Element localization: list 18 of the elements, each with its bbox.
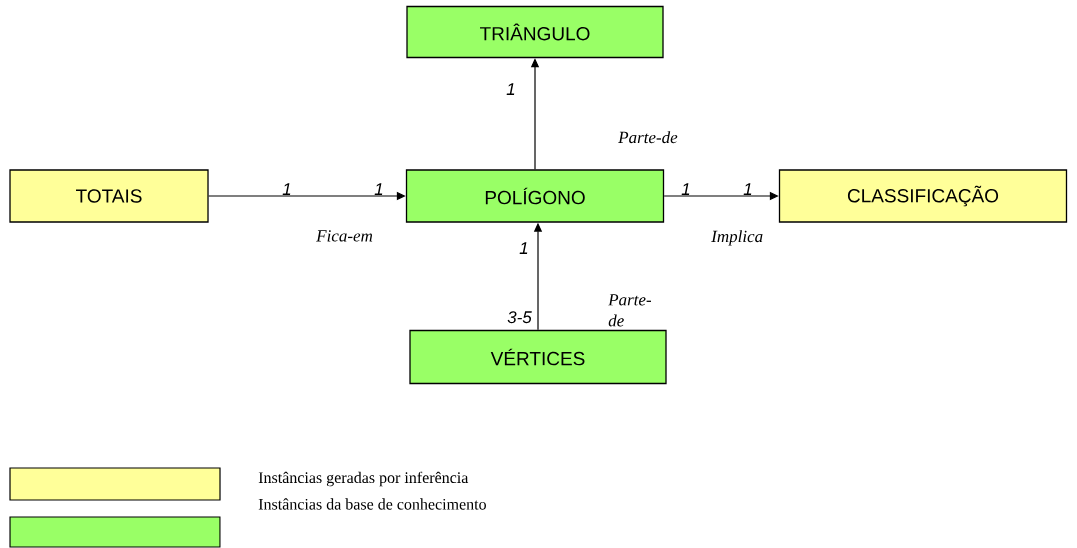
cardinality-label: 1 [282,183,291,195]
cardinality-label: 1 [743,183,752,195]
entity-box: VÉRTICES [409,329,667,385]
cardinality-label: 1 [374,183,383,195]
entity-box: CLASSIFICAÇÃO [778,169,1068,223]
edge-label: Parte-de [618,131,678,144]
cardinality-label: 1 [681,183,690,195]
edge-label: Fica-em [316,230,373,242]
cardinality-label: 1 [506,83,515,95]
edge-label: Implica [711,230,763,246]
entity-box: TOTAIS [9,169,209,223]
legend-text: Instâncias da base de conhecimento [258,498,486,510]
legend-text: Instâncias geradas por inferência [258,471,469,487]
entity-box: POLÍGONO [405,169,665,223]
cardinality-label: 3-5 [507,311,532,324]
edge-label: Parte-de [608,294,652,327]
cardinality-label: 1 [519,242,528,254]
entity-box: TRIÂNGULO [406,5,664,59]
